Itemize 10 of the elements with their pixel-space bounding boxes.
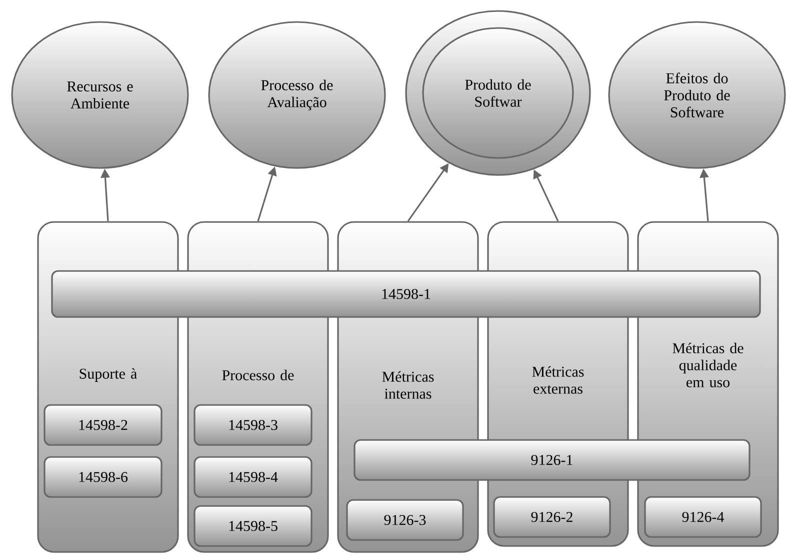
standard-box: 9126-4: [644, 496, 762, 538]
standard-box: 9126-2: [493, 496, 611, 538]
standard-box: 14598-6: [44, 456, 162, 498]
standard-bar: 9126-1: [354, 439, 750, 481]
standard-box: 9126-3: [346, 499, 464, 541]
standard-box: 14598-2: [44, 404, 162, 446]
standard-box: 14598-5: [194, 505, 312, 547]
standard-bar: 14598-1: [51, 270, 761, 318]
standard-box: 14598-3: [194, 404, 312, 446]
standard-box: 14598-4: [194, 456, 312, 498]
